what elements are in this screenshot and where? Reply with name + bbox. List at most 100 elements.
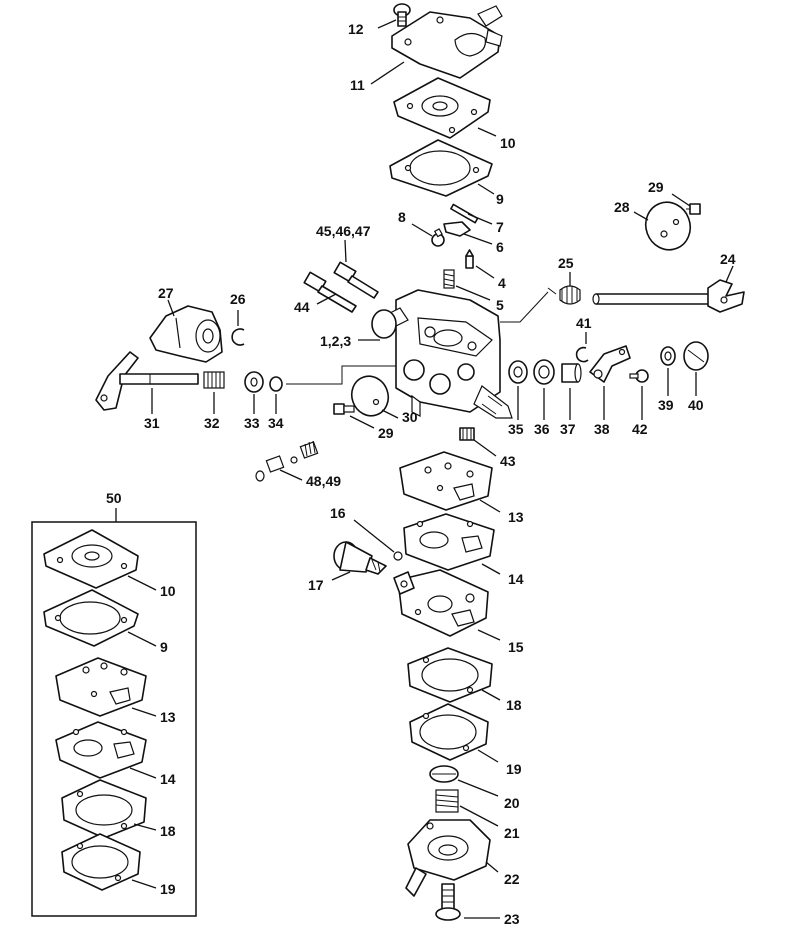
part-30-throttle-plate [350, 375, 390, 417]
label-34: 34 [268, 415, 284, 431]
part-29-screw-upper [686, 203, 701, 215]
kit-50-frame [31, 521, 197, 917]
part-45-46-47-adjust-screw [333, 261, 379, 299]
part-24-throttle-shaft [592, 279, 745, 313]
label-30: 30 [402, 409, 418, 425]
part-32-spring [203, 371, 225, 389]
part-17-plug [333, 541, 387, 575]
label-37: 37 [560, 421, 576, 437]
kit-part-13 [55, 657, 147, 717]
part-44-adjust-screw [303, 271, 357, 313]
label-35: 35 [508, 421, 524, 437]
part-39-washer [660, 346, 676, 366]
part-31-choke-shaft [95, 351, 199, 411]
part-25-spring [547, 285, 581, 305]
label-19: 19 [506, 761, 522, 777]
kit-label-14: 14 [160, 771, 176, 787]
label-31: 31 [144, 415, 160, 431]
label-33: 33 [244, 415, 260, 431]
label-11: 11 [350, 77, 365, 93]
part-9-gasket [389, 139, 493, 197]
label-39: 39 [658, 397, 674, 413]
label-43: 43 [500, 453, 516, 469]
label-8: 8 [398, 209, 406, 225]
kit-part-9 [43, 589, 139, 647]
part-6-lever [443, 221, 471, 237]
label-50: 50 [106, 490, 122, 506]
kit-part-14 [55, 721, 147, 779]
part-7-pin [450, 203, 479, 224]
part-29-screw-lower [333, 403, 355, 415]
part-43-screen [459, 427, 475, 441]
label-4: 4 [498, 275, 506, 291]
kit-label-19: 19 [160, 881, 176, 897]
part-23-screw [435, 883, 461, 921]
label-27: 27 [158, 285, 174, 301]
kit-part-10 [43, 529, 139, 589]
label-17: 17 [308, 577, 324, 593]
part-20-valve-disc [429, 765, 459, 783]
part-5-spring [443, 269, 455, 289]
label-9: 9 [496, 191, 504, 207]
label-14: 14 [508, 571, 524, 587]
part-13-gasket [399, 451, 493, 511]
label-25: 25 [558, 255, 574, 271]
part-27-choke-lever [149, 305, 223, 363]
label-13: 13 [508, 509, 524, 525]
label-28: 28 [614, 199, 630, 215]
label-32: 32 [204, 415, 220, 431]
label-41: 41 [576, 315, 592, 331]
label-18: 18 [506, 697, 522, 713]
label-23: 23 [504, 911, 520, 927]
part-22-cover [405, 819, 491, 897]
part-42-screw [629, 369, 649, 383]
label-45-46-47: 45,46,47 [316, 223, 371, 239]
part-28-choke-plate [644, 201, 692, 251]
part-12-screw [393, 3, 411, 27]
label-7: 7 [496, 219, 504, 235]
part-18-diaphragm [407, 647, 493, 703]
part-40-cap [683, 341, 709, 371]
label-38: 38 [594, 421, 610, 437]
label-44: 44 [294, 299, 310, 315]
label-48-49: 48,49 [306, 473, 341, 489]
label-40: 40 [688, 397, 704, 413]
label-29b: 29 [378, 425, 394, 441]
kit-label-10: 10 [160, 583, 176, 599]
label-20: 20 [504, 795, 520, 811]
label-21: 21 [504, 825, 520, 841]
part-35-bushing [508, 360, 528, 384]
label-16: 16 [330, 505, 346, 521]
part-37-sleeve [561, 363, 582, 383]
part-38-lever [589, 345, 631, 383]
label-12: 12 [348, 21, 364, 37]
part-36-bushing [533, 359, 555, 385]
label-1-2-3: 1,2,3 [320, 333, 351, 349]
part-48-49-kit [255, 440, 319, 482]
label-22: 22 [504, 871, 520, 887]
part-21-spring [435, 789, 459, 813]
part-16-ball [393, 551, 403, 561]
part-10-pump-diaphragm [393, 77, 491, 139]
label-6: 6 [496, 239, 504, 255]
label-24: 24 [720, 251, 736, 267]
part-26-e-clip [231, 328, 245, 346]
part-14-gasket [403, 513, 495, 571]
part-19-gasket [409, 703, 489, 761]
label-5: 5 [496, 297, 504, 313]
label-29a: 29 [648, 179, 664, 195]
label-36: 36 [534, 421, 550, 437]
kit-label-13: 13 [160, 709, 176, 725]
part-15-metering-plate [393, 569, 489, 637]
part-34-o-ring [269, 376, 283, 392]
label-10: 10 [500, 135, 516, 151]
label-42: 42 [632, 421, 648, 437]
kit-label-18: 18 [160, 823, 176, 839]
part-4-inlet-needle [465, 249, 474, 269]
kit-label-9: 9 [160, 639, 168, 655]
label-15: 15 [508, 639, 524, 655]
part-8-screw [431, 228, 445, 247]
part-41-e-clip [575, 346, 589, 363]
kit-part-18 [61, 779, 147, 839]
